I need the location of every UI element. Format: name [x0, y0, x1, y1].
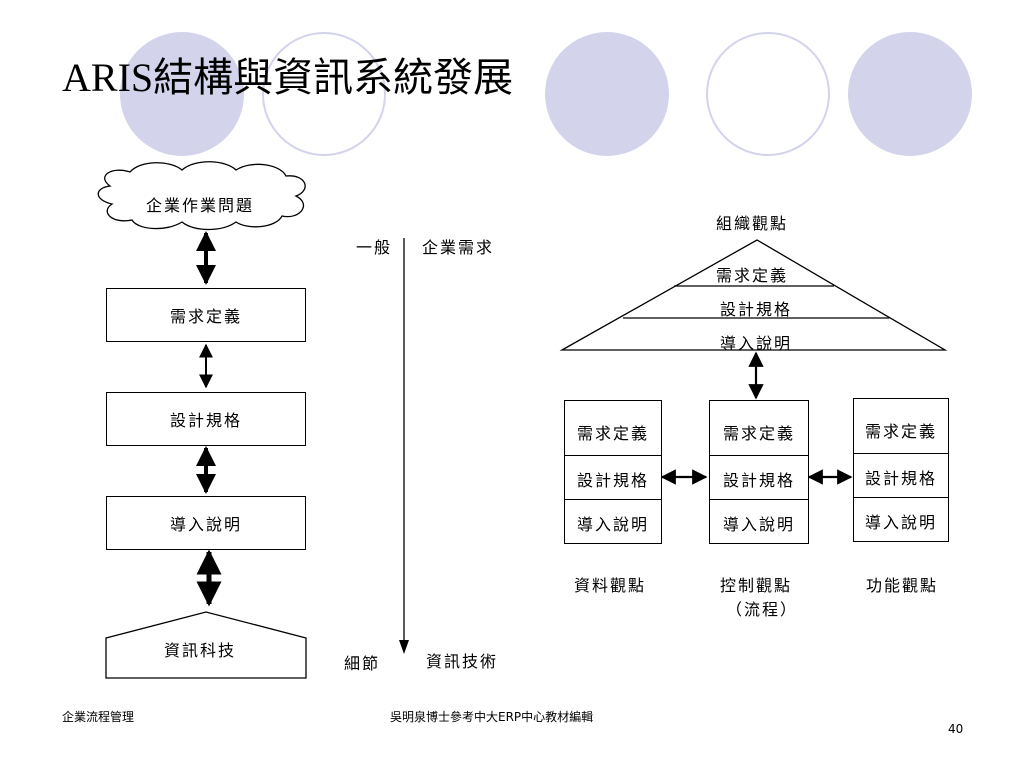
scale-arrowhead — [399, 640, 409, 654]
flow-step-3: 導入說明 — [106, 496, 306, 550]
decor-circle-4 — [706, 32, 830, 156]
function-view-column: 需求定義 設計規格 導入說明 — [853, 398, 949, 542]
decor-circle-5 — [848, 32, 972, 156]
data-view-label: 資料觀點 — [574, 576, 647, 595]
roof-row-1: 需求定義 — [716, 266, 789, 285]
page-number: 40 — [948, 722, 964, 736]
scale-top-left: 一般 — [356, 238, 393, 257]
decor-circle-1 — [120, 32, 244, 156]
flow-step-2: 設計規格 — [106, 392, 306, 446]
data-view-column: 需求定義 設計規格 導入說明 — [564, 400, 662, 544]
roof-row-2: 設計規格 — [720, 300, 793, 319]
roof-title: 組織觀點 — [716, 214, 789, 233]
scale-top-right: 企業需求 — [422, 238, 495, 257]
slide-title: ARIS結構與資訊系統發展 — [62, 55, 514, 100]
decor-circle-3 — [545, 32, 669, 156]
scale-bottom-right: 資訊技術 — [426, 652, 499, 671]
pentagon-shape — [105, 611, 307, 679]
flow-step-1: 需求定義 — [106, 288, 306, 342]
cloud-shape — [97, 161, 306, 231]
roof-row-3: 導入說明 — [720, 334, 793, 353]
roof-triangle — [559, 239, 948, 351]
scale-bottom-left: 細節 — [344, 654, 381, 673]
footer-left: 企業流程管理 — [62, 710, 135, 724]
footer-center: 吳明泉博士參考中大ERP中心教材編輯 — [390, 710, 594, 724]
control-view-column: 需求定義 設計規格 導入說明 — [709, 400, 809, 544]
control-view-label: 控制觀點 — [720, 576, 793, 595]
cloud-label: 企業作業問題 — [146, 196, 255, 215]
decor-circle-2 — [262, 32, 386, 156]
pentagon-label: 資訊科技 — [164, 641, 237, 660]
control-view-sublabel: （流程） — [726, 600, 799, 619]
function-view-label: 功能觀點 — [866, 576, 939, 595]
